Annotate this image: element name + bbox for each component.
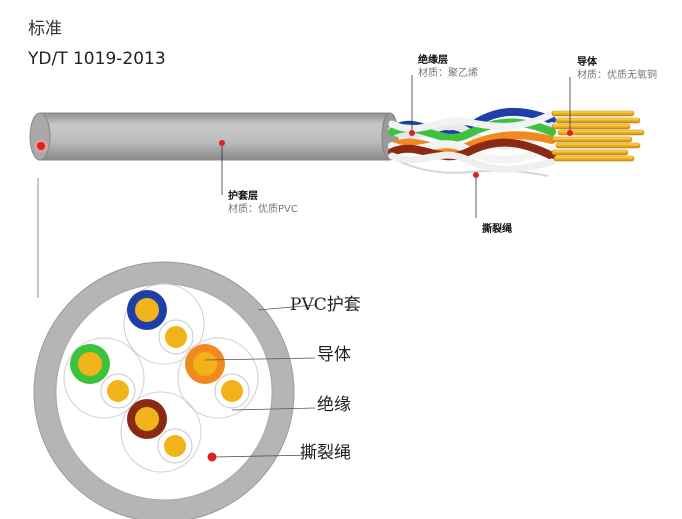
pair-brown bbox=[120, 391, 202, 473]
cross-section bbox=[33, 261, 295, 519]
copper-conductors bbox=[551, 110, 645, 162]
leader-lines bbox=[37, 75, 571, 298]
pair-orange bbox=[177, 337, 259, 419]
twisted-pairs bbox=[388, 107, 556, 173]
conductor-material: 材质：优质无氧铜 bbox=[577, 70, 657, 81]
standard-label: 标准 bbox=[28, 19, 62, 39]
pair-green bbox=[63, 337, 145, 419]
ripcord-label: 撕裂绳 bbox=[482, 223, 512, 236]
marker-dots bbox=[219, 130, 573, 178]
conductor-title: 导体 bbox=[577, 57, 597, 68]
cross-section-leaders bbox=[204, 304, 316, 458]
conductor-label: 导体 材质：优质无氧铜 bbox=[577, 56, 657, 82]
cable-jacket bbox=[29, 112, 399, 161]
standard-code: YD/T 1019-2013 bbox=[28, 49, 166, 69]
jacket-end-marker bbox=[34, 139, 48, 153]
insulation-material: 材质：聚乙烯 bbox=[418, 68, 478, 79]
pair-blue bbox=[123, 283, 205, 365]
sheath-title: 护套层 bbox=[228, 191, 258, 202]
insulation-title: 绝缘层 bbox=[418, 55, 448, 66]
ripcord-thread bbox=[395, 159, 549, 177]
cs-conductor-label: 导体 bbox=[317, 345, 351, 365]
insulation-label: 绝缘层 材质：聚乙烯 bbox=[418, 54, 478, 80]
sheath-label: 护套层 材质：优质PVC bbox=[228, 190, 298, 216]
sheath-material: 材质：优质PVC bbox=[228, 204, 298, 215]
cs-ripcord-label: 撕裂绳 bbox=[300, 443, 351, 463]
cs-sheath-label: PVC护套 bbox=[290, 295, 361, 315]
ripcord-title: 撕裂绳 bbox=[482, 224, 512, 235]
cs-insulation-label: 绝缘 bbox=[317, 395, 351, 415]
